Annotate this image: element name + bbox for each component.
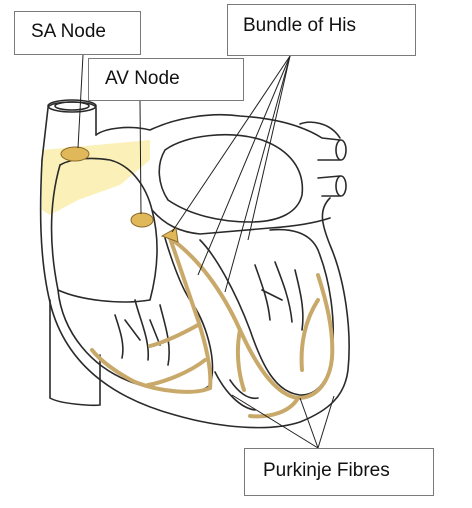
heart-outline xyxy=(39,113,350,429)
av-leader-line xyxy=(139,100,142,215)
apex-muscles xyxy=(214,371,259,411)
purkinje-leader-line-3 xyxy=(317,395,335,449)
left-atrium xyxy=(158,134,304,223)
aorta xyxy=(299,121,341,197)
purkinje-fibres-label: Purkinje Fibres xyxy=(244,448,434,496)
his-leader-line-2 xyxy=(197,55,291,276)
sa-node-label-text: SA Node xyxy=(31,21,106,42)
purkinje-leader-line-2 xyxy=(299,397,319,449)
his-leader-line-1 xyxy=(171,55,291,233)
his-origin xyxy=(160,227,179,243)
sa-node xyxy=(60,146,90,162)
sa-node-label: SA Node xyxy=(14,11,141,55)
av-node-label: AV Node xyxy=(88,58,244,101)
av-node xyxy=(130,212,154,228)
sa-leader-line xyxy=(77,54,84,149)
his-leader-line-4 xyxy=(247,55,291,241)
av-node-label-text: AV Node xyxy=(105,68,180,89)
bundle-branch-right xyxy=(168,236,213,390)
bundle-of-his-label-text: Bundle of His xyxy=(243,15,357,36)
purkinje-leader-line-1 xyxy=(231,394,319,449)
septum xyxy=(151,209,331,235)
artery-opening-top xyxy=(335,139,347,161)
left-papillary-muscles xyxy=(254,261,304,331)
purkinje-fibres-left xyxy=(235,298,320,419)
purkinje-fibres-right xyxy=(90,323,212,394)
atrium-highlight xyxy=(42,140,150,215)
purkinje-fibres-label-text: Purkinje Fibres xyxy=(263,460,390,481)
his-leader-line-3 xyxy=(224,55,291,293)
right-papillary-muscles xyxy=(114,299,170,366)
bundle-branch-left xyxy=(168,236,335,400)
bundle-of-his-label: Bundle of His xyxy=(227,4,416,56)
vena-cava-opening xyxy=(47,99,97,113)
right-atrium xyxy=(50,157,158,303)
artery-opening-bottom xyxy=(335,175,347,197)
